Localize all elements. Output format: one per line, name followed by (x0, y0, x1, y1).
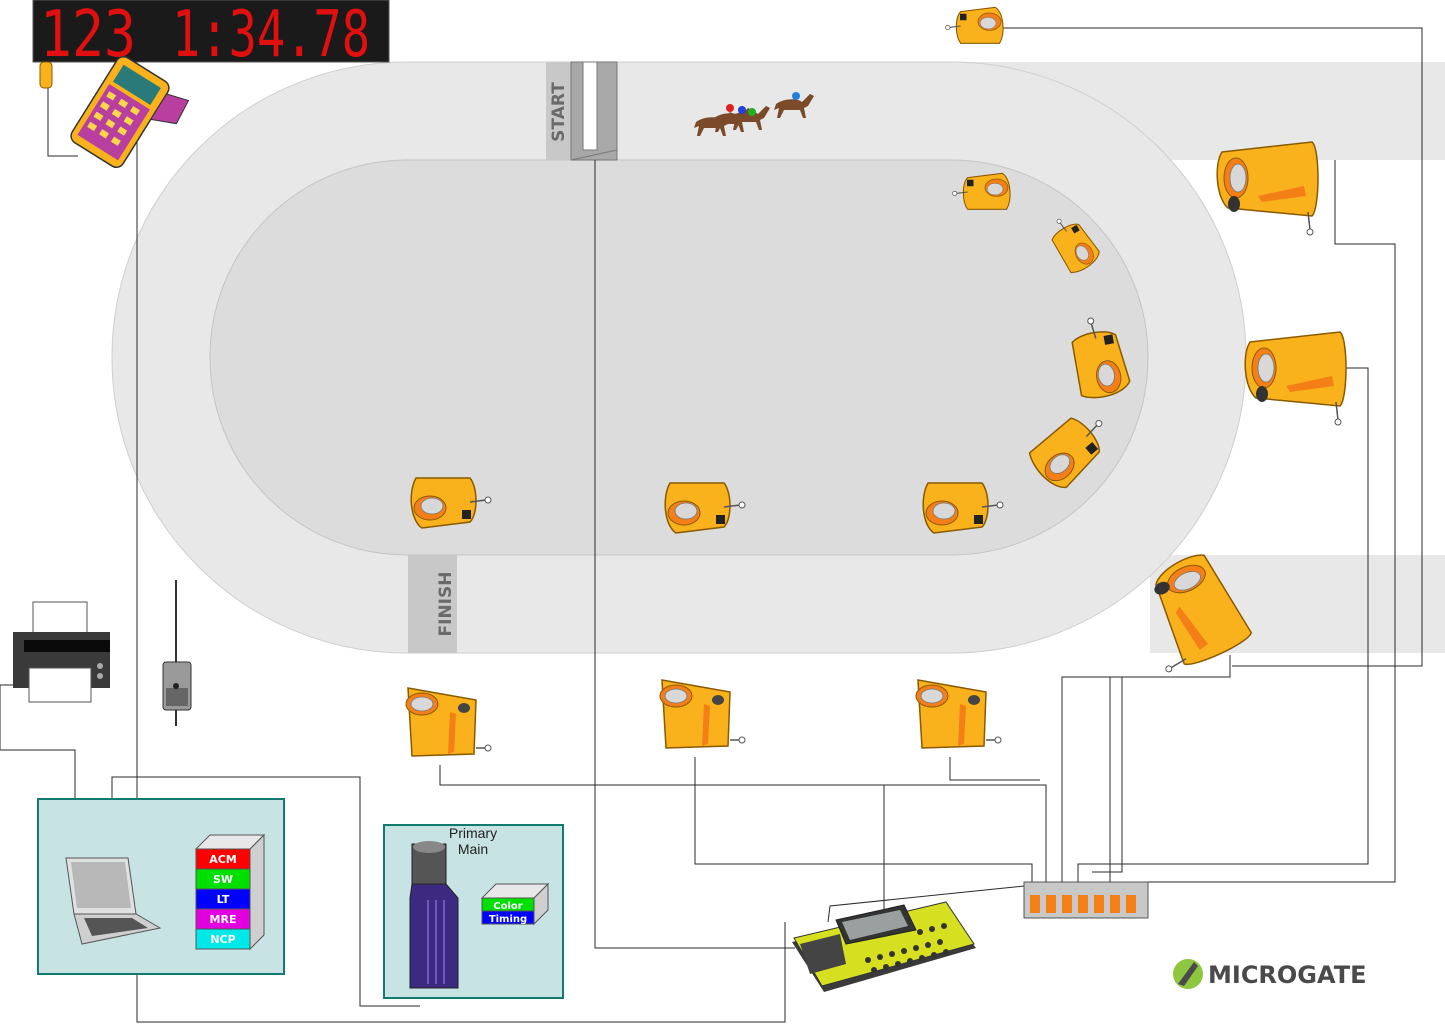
layer-label: SW (213, 873, 233, 886)
photocell-camera (1216, 141, 1319, 236)
start-label: START (549, 82, 569, 142)
layer-label: ACM (209, 853, 237, 866)
track-infield (209, 159, 1149, 556)
stack-layer: NCP (195, 928, 251, 950)
photocell-camera (1244, 331, 1347, 426)
module-label-color: Color (493, 901, 523, 912)
stack-layer: ACM (195, 848, 251, 870)
layer-label: MRE (210, 913, 237, 926)
start-gate: START (546, 61, 618, 161)
pc-station: ACM SW LT MRE NCP (37, 798, 285, 975)
finish-label: FINISH (436, 572, 456, 637)
handheld-keypad (70, 55, 190, 169)
layer-label: LT (217, 893, 230, 906)
brand-name: MICROGATE (1208, 961, 1366, 989)
led-scoreboard: 123 1:34.78 (32, 0, 390, 72)
junction-box (1023, 881, 1149, 919)
station-title-line1: Primary (449, 825, 497, 841)
station-title-line2: Main (458, 841, 488, 857)
layer-label: NCP (210, 933, 235, 946)
photocell-camera (945, 6, 1004, 44)
race-track (111, 61, 1445, 654)
photocell-camera (915, 679, 1002, 749)
brand-logo: MICROGATE (1173, 959, 1366, 989)
finish-line: FINISH (408, 555, 457, 653)
laptop (65, 857, 162, 945)
racing-horses (694, 92, 814, 136)
scoreboard-time: 1:34.78 (172, 0, 370, 72)
stack-layer: LT (195, 888, 251, 910)
printer (13, 601, 110, 703)
module-label-timing: Timing (489, 914, 527, 925)
software-stack: ACM SW LT MRE NCP (194, 833, 266, 951)
color-timing-module: Color Timing (480, 882, 550, 926)
photo-finish-camera (409, 841, 459, 989)
handheld-antenna (39, 61, 53, 89)
photocell-camera (659, 679, 746, 749)
radio-transmitter (162, 580, 192, 726)
stack-layer: SW (195, 868, 251, 890)
photocell-camera (405, 687, 492, 757)
stack-layer: MRE (195, 908, 251, 930)
camera-station: Primary Main Color Timing (383, 824, 564, 999)
timer-console (792, 901, 976, 992)
